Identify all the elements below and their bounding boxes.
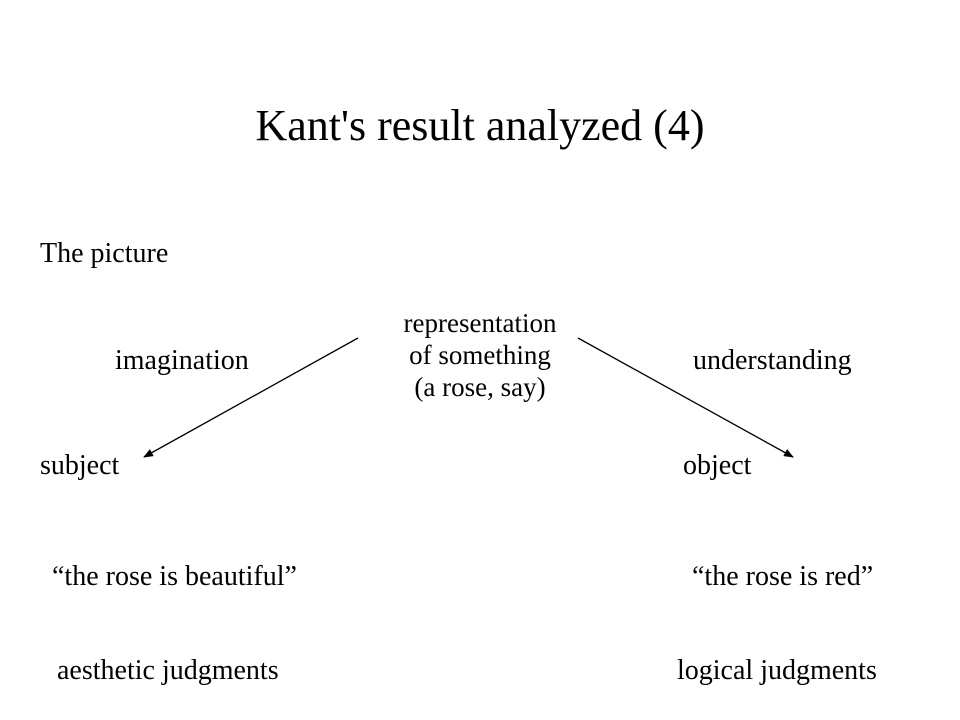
object-label: object xyxy=(683,450,752,481)
intro-label: The picture xyxy=(40,238,169,269)
representation-line-1: representation xyxy=(403,308,557,338)
understanding-label: understanding xyxy=(693,345,852,376)
representation-label: representation of something (a rose, say… xyxy=(340,307,620,403)
representation-line-2: of something xyxy=(409,340,551,370)
slide-title: Kant's result analyzed (4) xyxy=(255,101,705,150)
imagination-label: imagination xyxy=(115,345,249,376)
aesthetic-judgments-label: aesthetic judgments xyxy=(57,655,279,686)
arrow-to-subject xyxy=(143,337,359,458)
subject-label: subject xyxy=(40,450,120,481)
representation-line-3: (a rose, say) xyxy=(414,372,546,402)
arrow-to-object xyxy=(577,337,794,458)
red-example: “the rose is red” xyxy=(692,561,874,592)
beautiful-example: “the rose is beautiful” xyxy=(52,561,297,592)
logical-judgments-label: logical judgments xyxy=(677,655,877,686)
